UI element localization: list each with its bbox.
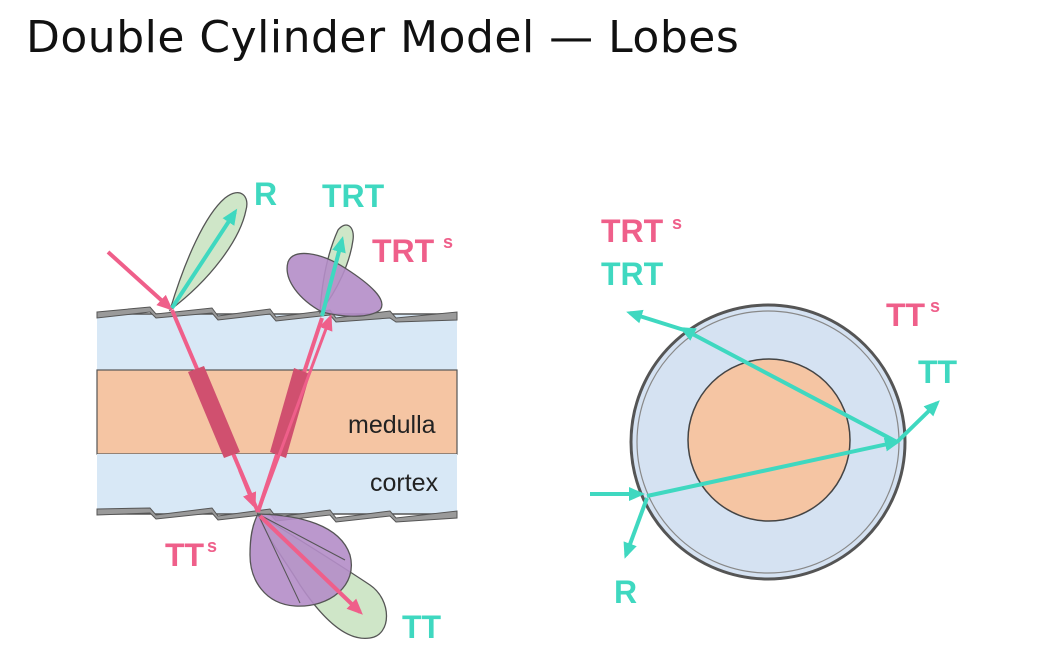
cuticle-top — [96, 306, 458, 323]
cuticle-bottom — [96, 507, 458, 523]
label-tts-cs-sup: s — [930, 296, 940, 316]
cortex-upper-band — [97, 314, 457, 372]
label-trt-side: TRT — [322, 178, 385, 214]
cross-section: TRT s TRT TT s TT R — [590, 213, 958, 610]
label-r-side: R — [254, 176, 277, 212]
side-view: medulla cortex R TRT TRT — [96, 176, 458, 645]
cs-tt-arrow — [895, 400, 940, 444]
label-trts-side-sup: s — [443, 232, 453, 252]
cs-refracted-ray — [646, 437, 901, 498]
tts-lobe — [249, 513, 352, 607]
medulla-segment-up — [270, 368, 310, 458]
r-arrow — [170, 208, 238, 310]
medulla-label: medulla — [348, 411, 436, 439]
medulla-circle — [687, 358, 851, 522]
cortex-label: cortex — [370, 469, 439, 497]
trts-lobe — [286, 252, 383, 317]
label-tt-cs: TT — [918, 354, 958, 390]
label-tts-cs: TT — [886, 297, 926, 333]
medulla-segment-down — [188, 366, 240, 458]
tt-arrow — [258, 514, 363, 615]
label-tt-side: TT — [402, 609, 442, 645]
label-tts-side: TT — [165, 537, 205, 573]
label-trts-cs: TRT — [601, 213, 664, 249]
exit-arrow-top — [256, 314, 333, 513]
cs-internal-reflection — [679, 327, 898, 444]
label-trts-cs-sup: s — [672, 213, 682, 233]
label-trts-side: TRT — [372, 233, 435, 269]
cs-r-arrow — [623, 497, 649, 559]
slide-title: Double Cylinder Model — Lobes — [26, 12, 740, 63]
entry-arrow-bottom — [238, 469, 257, 509]
cs-trt-arrow — [626, 309, 685, 332]
label-r-cs: R — [614, 574, 637, 610]
label-trt-cs: TRT — [601, 256, 664, 292]
label-tts-side-sup: s — [207, 536, 217, 556]
trt-arrow — [320, 236, 346, 317]
incident-ray — [106, 250, 173, 311]
